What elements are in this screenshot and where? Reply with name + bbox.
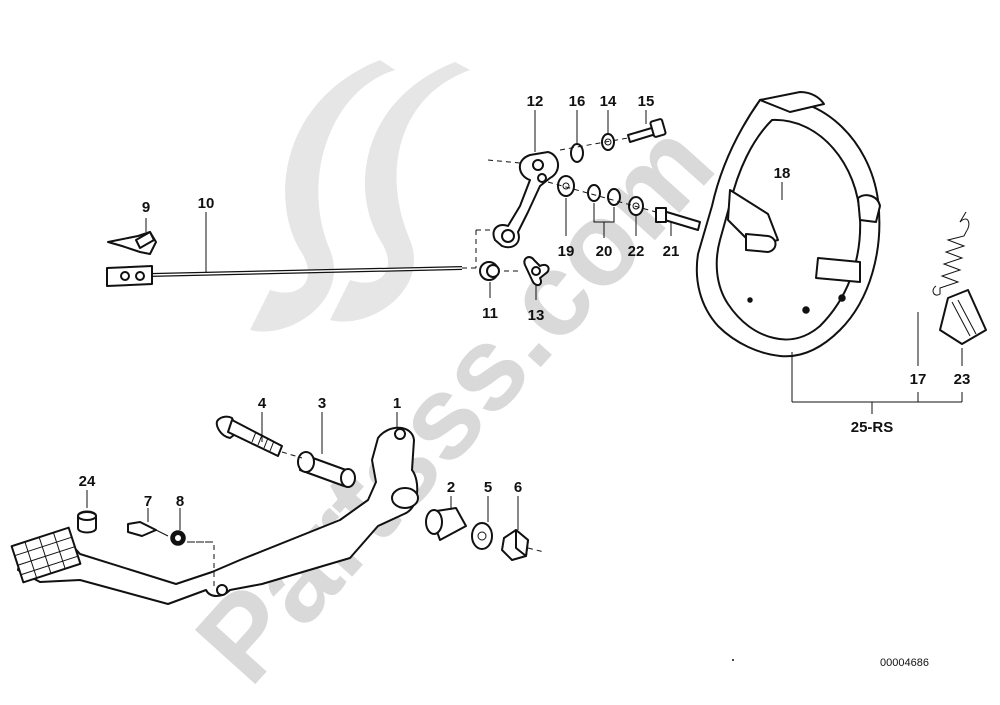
label-part-8: 8: [176, 493, 184, 510]
label-part-9: 9: [142, 199, 150, 216]
part-20-washers: [587, 184, 621, 206]
part-4-bolt: [215, 415, 283, 457]
label-part-20: 20: [596, 243, 613, 260]
label-part-23: 23: [954, 371, 971, 388]
label-part-2: 2: [447, 479, 455, 496]
assembly-bracket: [791, 312, 963, 414]
brake-shoe-assembly: [695, 91, 881, 358]
label-part-21: 21: [663, 243, 680, 260]
watermark: Partsss.com: [171, 60, 739, 705]
part-11-pin: [479, 261, 500, 281]
part-23-pad: [939, 289, 987, 345]
part-21-adjuster-bolt: [547, 181, 701, 231]
part-2-bushing: [425, 507, 467, 541]
label-part-16: 16: [569, 93, 586, 110]
label-part-11: 11: [482, 305, 498, 322]
label-part-6: 6: [514, 479, 522, 496]
label-part-7: 7: [144, 493, 152, 510]
label-part-18: 18: [774, 165, 791, 182]
label-part-17: 17: [910, 371, 927, 388]
part-5-washer: [471, 522, 493, 550]
part-12-lever: [475, 151, 559, 268]
stray-dot: [732, 659, 734, 661]
label-part-22: 22: [628, 243, 645, 260]
part-8-nut: [170, 530, 186, 546]
label-part-12: 12: [527, 93, 544, 110]
part-number-labels: 9 10 11 12 13 14 15 16 18 19 20 21 22 17…: [79, 93, 971, 510]
part-13-wing-nut: [504, 256, 550, 286]
label-part-19: 19: [558, 243, 575, 260]
part-9-clip: [107, 231, 157, 255]
diagram-reference-number: 00004686: [880, 657, 929, 669]
part-15-bolt: [559, 118, 667, 151]
label-part-25-rs: 25-RS: [851, 419, 894, 436]
label-part-5: 5: [484, 479, 492, 496]
part-1-brake-pedal: [10, 426, 419, 605]
label-part-1: 1: [393, 395, 401, 412]
label-part-10: 10: [198, 195, 215, 212]
part-19-washer: [557, 175, 575, 197]
label-part-15: 15: [638, 93, 655, 110]
leader-lines: [86, 110, 783, 530]
part-17-spring: [932, 211, 970, 296]
label-part-3: 3: [318, 395, 326, 412]
label-part-4: 4: [258, 395, 267, 412]
part-24-rubber-stop: [77, 510, 97, 534]
part-6-nut: [501, 529, 545, 561]
label-part-24: 24: [79, 473, 96, 490]
part-10-brake-rod: [106, 265, 486, 287]
watermark-text: Partsss.com: [171, 98, 739, 705]
part-7-screw: [127, 521, 169, 537]
label-part-14: 14: [600, 93, 617, 110]
part-3-bushing: [281, 451, 356, 488]
label-part-13: 13: [528, 307, 545, 324]
